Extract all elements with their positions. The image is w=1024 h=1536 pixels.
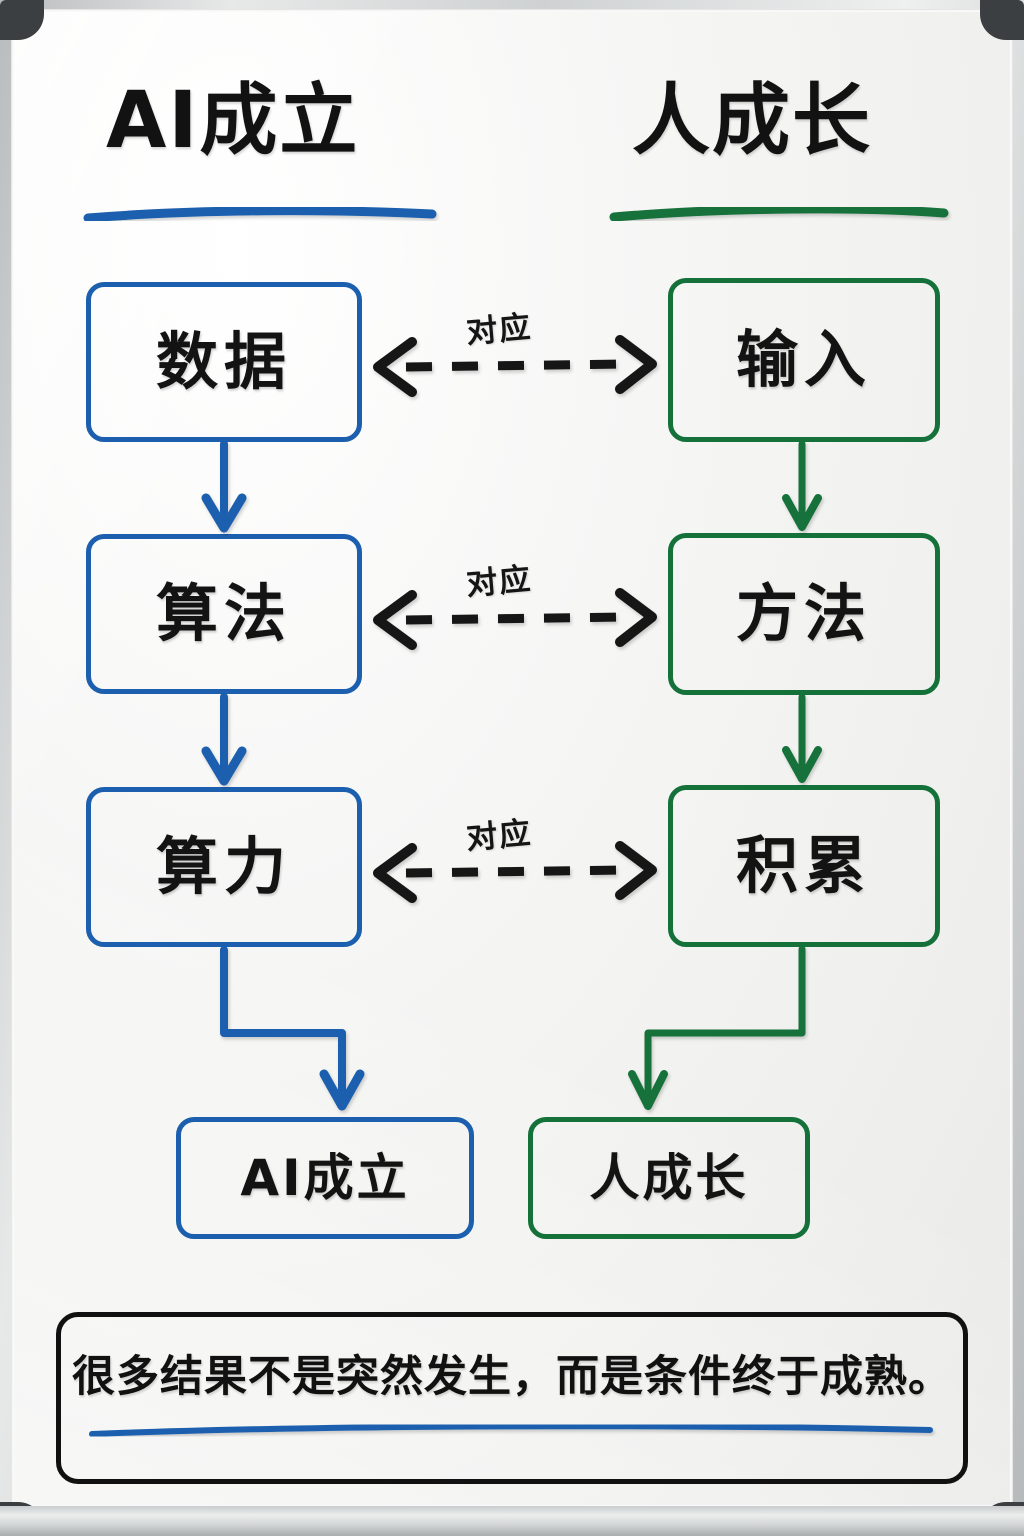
node-left-1-label: 数据 [155, 325, 292, 398]
arrow-right-2-to-3 [782, 693, 822, 783]
node-right-3[interactable]: 积累 [668, 785, 940, 947]
node-right-3-label: 积累 [735, 829, 872, 902]
node-left-3[interactable]: 算力 [86, 787, 362, 947]
arrow-left-1-to-2 [201, 440, 247, 533]
node-right-1[interactable]: 输入 [668, 278, 940, 442]
connector-right-to-result [628, 945, 806, 1110]
relation-arrow-2 [373, 588, 657, 650]
result-box-right-label: 人成长 [589, 1149, 749, 1207]
footer-note-text: 很多结果不是突然发生，而是条件终于成熟。 [72, 1352, 952, 1402]
node-left-2[interactable]: 算法 [86, 534, 362, 694]
relation-arrow-1 [373, 335, 657, 397]
node-right-1-label: 输入 [735, 323, 872, 396]
node-right-2-label: 方法 [735, 577, 872, 650]
node-left-3-label: 算力 [155, 830, 292, 903]
result-box-left-label: AI成立 [240, 1149, 410, 1207]
result-box-right[interactable]: 人成长 [528, 1117, 810, 1239]
result-box-left[interactable]: AI成立 [176, 1117, 474, 1239]
node-left-2-label: 算法 [155, 577, 292, 650]
heading-right-underline [609, 204, 949, 222]
node-left-1[interactable]: 数据 [86, 282, 362, 442]
arrow-left-2-to-3 [201, 693, 247, 786]
heading-right: 人成长 [632, 76, 873, 166]
heading-left: AI成立 [106, 76, 360, 166]
relation-arrow-3 [373, 841, 657, 903]
node-right-2[interactable]: 方法 [668, 533, 940, 695]
footer-underline [89, 1423, 933, 1437]
marker-tray [0, 1506, 1024, 1536]
arrow-right-1-to-2 [782, 440, 822, 531]
connector-left-to-result [220, 946, 365, 1111]
heading-left-underline [83, 206, 437, 223]
footer-note-box [56, 1312, 968, 1484]
